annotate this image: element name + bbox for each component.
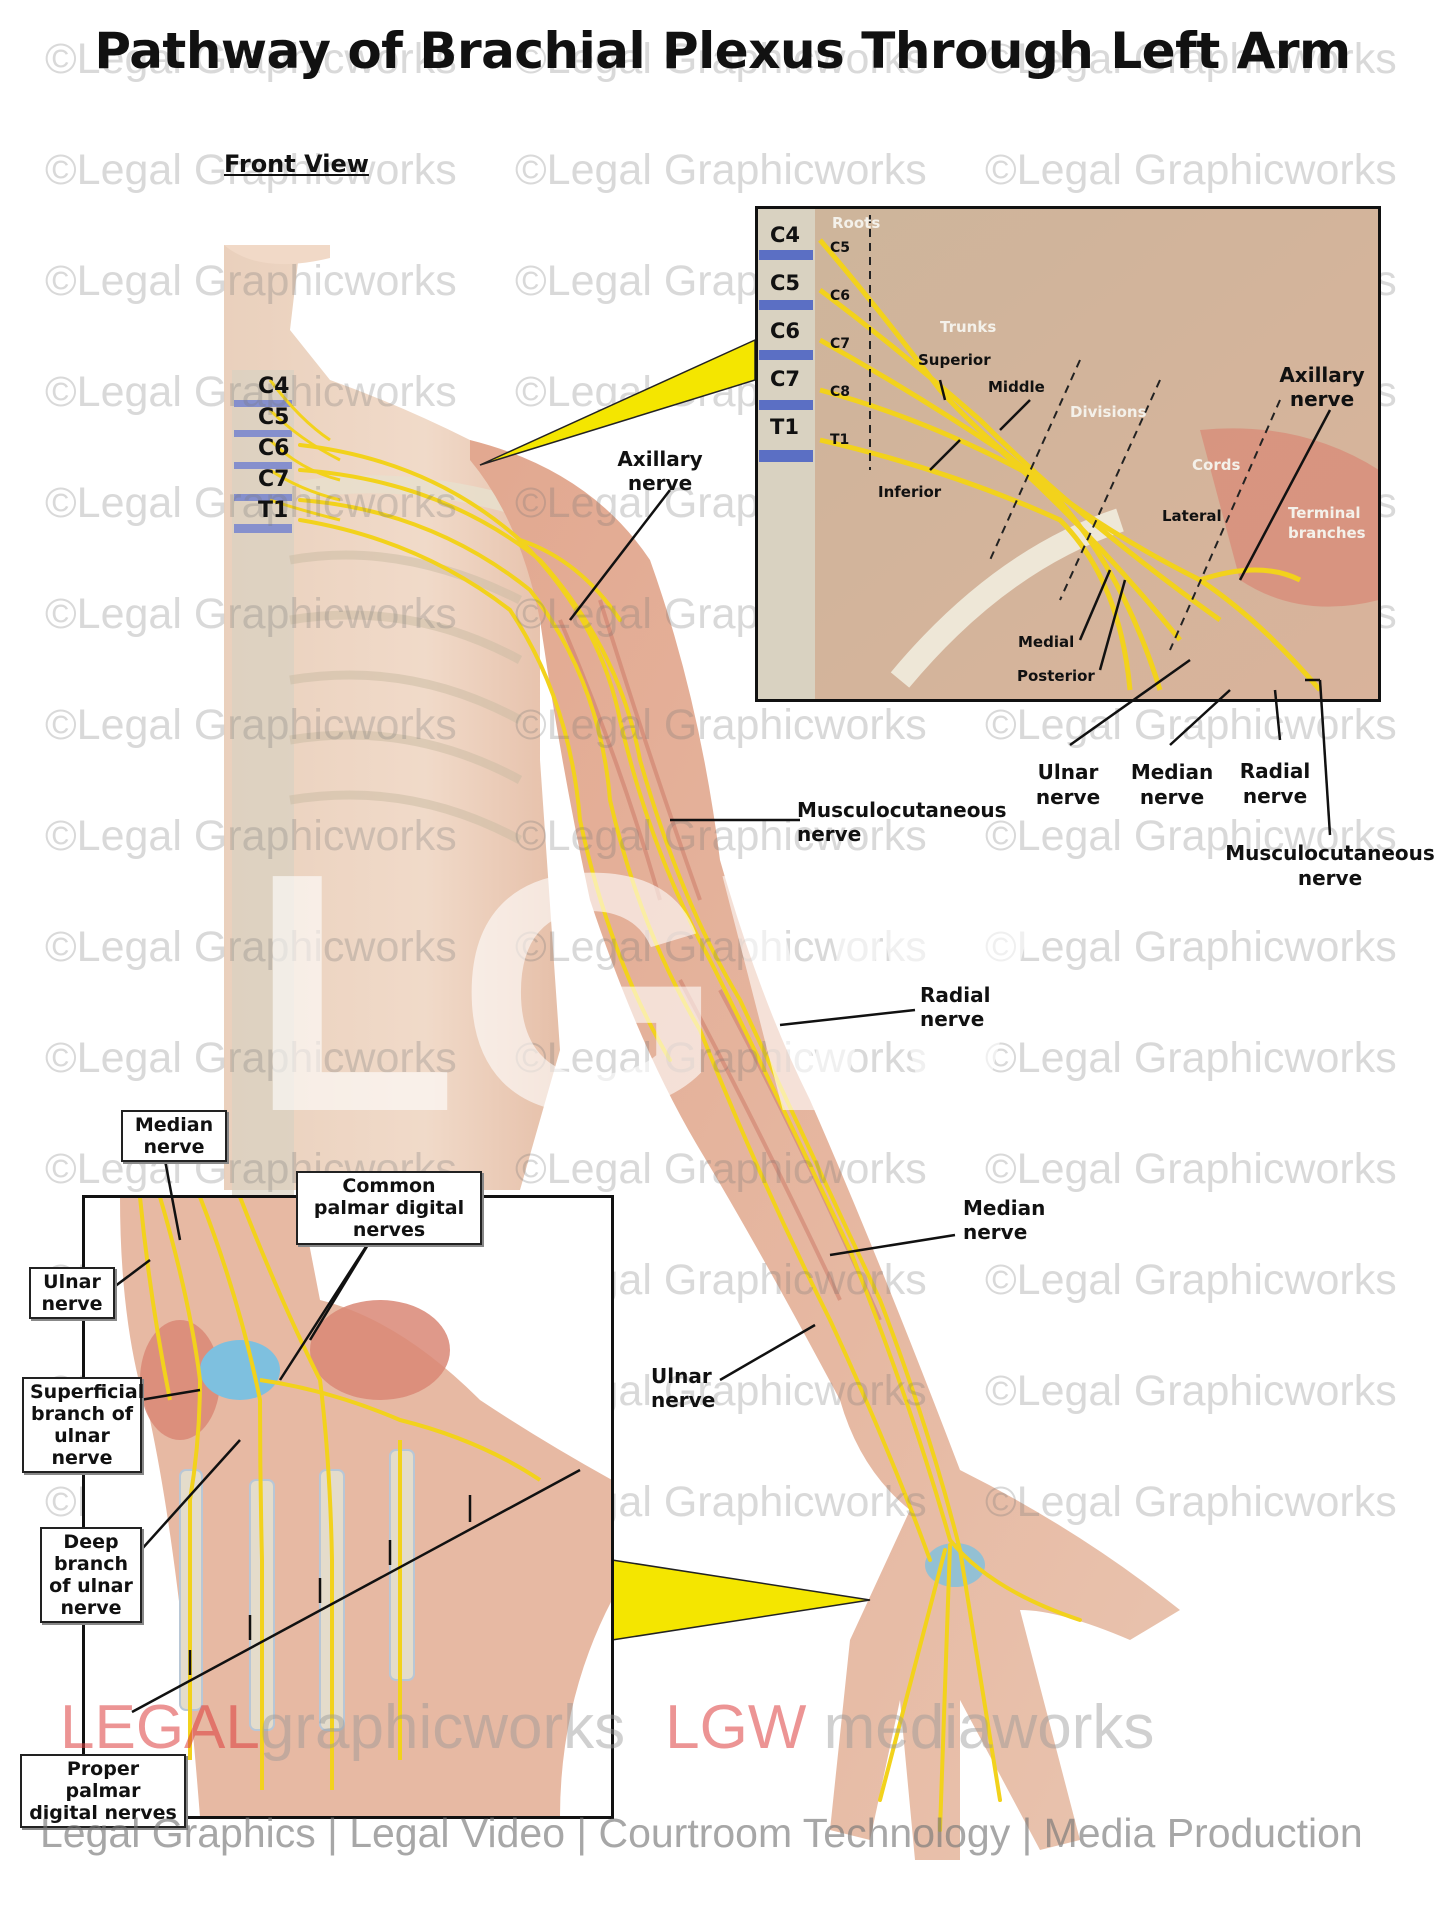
watermark-text: ©Legal Graphicworks xyxy=(985,1145,1397,1193)
inset-vertebra-c4: C4 xyxy=(770,223,800,247)
watermark-text: ©Legal Graphicworks xyxy=(45,812,457,860)
watermark-text: ©Legal Graphicworks xyxy=(45,368,457,416)
hand-label-common-palmar: Common palmar digital nerves xyxy=(296,1171,482,1245)
watermark-grid: ©Legal Graphicworks ©Legal Graphicworks ©L… xyxy=(45,35,1397,1526)
inset-region-cords: Cords xyxy=(1192,456,1240,474)
watermark-text: ©Legal Graphicworks xyxy=(515,35,927,83)
inset-region-trunks: Trunks xyxy=(940,318,996,336)
inset-region-divisions: Divisions xyxy=(1070,403,1147,421)
inset-region-roots: Roots xyxy=(832,214,880,232)
watermark-text: ©Legal Graphicworks xyxy=(45,479,457,527)
hand-inset-pointer xyxy=(611,1559,871,1641)
inset-vertebra-c5: C5 xyxy=(770,271,800,295)
watermark-text: ©Legal Graphicworks xyxy=(515,1145,927,1193)
inset-vertebra-t1: T1 xyxy=(770,415,799,439)
watermark-text: ©Legal Graphicworks xyxy=(45,35,457,83)
watermark-text: ©Legal Graphicworks xyxy=(515,1034,927,1082)
spine-label-t1: T1 xyxy=(258,498,288,523)
footer-tagline: Legal Graphics | Legal Video | Courtroom… xyxy=(40,1810,1363,1856)
watermark-text: ©Legal Graphicworks xyxy=(985,1034,1397,1082)
spine-label-c6: C6 xyxy=(258,436,289,461)
leader-lines xyxy=(109,379,1332,1714)
ribs xyxy=(289,550,523,844)
inset-cord-posterior: Posterior xyxy=(1017,667,1095,685)
watermark-text: ©Legal Graphicworks xyxy=(985,923,1397,971)
watermark-text: ©Legal Graphicworks xyxy=(45,1034,457,1082)
inset-root-t1: T1 xyxy=(830,432,849,448)
brand-legal: LEGAL xyxy=(60,1693,260,1762)
inset-root-c6: C6 xyxy=(830,288,850,304)
inset-vertebra-c7: C7 xyxy=(770,367,800,391)
brand-graphicworks: graphicworks xyxy=(259,1693,626,1762)
watermark-text: ©Legal Graphicworks xyxy=(985,1478,1397,1526)
inset-trunk-inferior: Inferior xyxy=(878,483,942,501)
hand-label-superficial: Superficial branch of ulnar nerve xyxy=(22,1377,144,1473)
watermark-text: ©Legal Graphicworks xyxy=(985,146,1397,194)
inset-trunk-middle: Middle xyxy=(988,378,1045,396)
top-inset xyxy=(757,208,1379,700)
view-label: Front View xyxy=(224,150,369,178)
inset-cord-lateral: Lateral xyxy=(1162,507,1222,525)
inset-trunk-superior: Superior xyxy=(918,351,991,369)
spine-nerve-roots xyxy=(268,379,341,522)
hand-label-median: Median nerve xyxy=(121,1110,227,1162)
watermark-text: ©Legal Graphicworks xyxy=(985,1367,1397,1415)
page-title: Pathway of Brachial Plexus Through Left … xyxy=(94,22,1351,80)
hand-inset xyxy=(84,1196,612,1817)
cervical-spine xyxy=(232,370,294,1200)
spine-label-c4: C4 xyxy=(258,374,289,399)
inset-root-c7: C7 xyxy=(830,336,850,352)
watermark-text: ©Legal Graphicworks xyxy=(45,590,457,638)
brand-mediaworks: mediaworks xyxy=(823,1693,1155,1762)
inset-root-c5: C5 xyxy=(830,240,850,256)
watermark-text: ©Legal Graphicworks xyxy=(985,1256,1397,1304)
watermark-text: ©Legal Graphicworks xyxy=(515,146,927,194)
spine-label-c5: C5 xyxy=(258,405,289,430)
inset-cord-medial: Medial xyxy=(1018,633,1074,651)
inset-vertebra-c6: C6 xyxy=(770,319,800,343)
watermark-text: ©Legal Graphicworks xyxy=(45,923,457,971)
chin xyxy=(224,245,330,265)
brand-lgw: LGW xyxy=(665,1693,807,1762)
watermark-text: ©Legal Graphicworks xyxy=(45,257,457,305)
arm-nerve-bundle xyxy=(298,443,1082,1832)
watermark-text: ©Legal Graphicworks xyxy=(985,35,1397,83)
big-watermark: LGW xyxy=(250,803,1046,1183)
hand-label-deep: Deep branch of ulnar nerve xyxy=(40,1527,142,1623)
watermark-text: ©Legal Graphicworks xyxy=(45,701,457,749)
footer-brand: LEGALgraphicworks LGW mediaworks xyxy=(60,1692,1154,1763)
watermark-text: ©Legal Graphicworks xyxy=(515,923,927,971)
hand-label-ulnar: Ulnar nerve xyxy=(29,1267,115,1319)
watermark-text: ©Legal Graphicworks xyxy=(45,146,457,194)
left-arm xyxy=(470,440,1180,1860)
inset-root-c8: C8 xyxy=(830,384,850,400)
spine-label-c7: C7 xyxy=(258,467,289,492)
spine-discs xyxy=(234,400,292,533)
watermark-text: ©Legal Graphicworks xyxy=(515,701,927,749)
